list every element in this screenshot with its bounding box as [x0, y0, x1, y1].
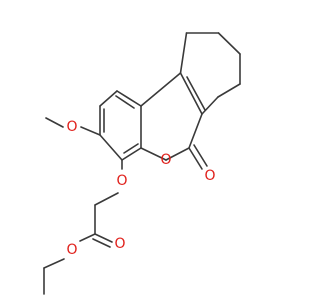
bond: [179, 72, 203, 115]
atom-labels: O O O O O O: [66, 119, 215, 258]
chemical-structure: O O O O O O: [0, 0, 300, 300]
carbonyl-oxygen-label: O: [204, 168, 215, 184]
bonds: [43, 32, 241, 295]
bond: [94, 192, 119, 206]
bond: [45, 117, 64, 128]
ring-oxygen-label: O: [160, 152, 171, 168]
bond: [121, 147, 142, 161]
bond: [79, 233, 96, 242]
bond: [186, 76, 206, 111]
ester-carbonyl-oxygen-label: O: [114, 236, 125, 252]
methoxy-oxygen-label: O: [66, 119, 77, 135]
ester-oxygen-label: O: [66, 242, 77, 258]
background: [0, 0, 300, 300]
bond: [140, 72, 182, 107]
bond: [217, 83, 241, 98]
bond: [115, 95, 135, 109]
bond: [99, 90, 118, 107]
bond: [43, 258, 65, 269]
bond: [188, 113, 203, 149]
bond: [201, 96, 219, 115]
structure-canvas: O O O O O O: [0, 0, 300, 300]
bond: [188, 147, 203, 170]
bond: [165, 147, 190, 161]
bond: [217, 32, 241, 55]
bond: [94, 233, 113, 243]
bond: [140, 147, 167, 161]
ether-oxygen-label: O: [116, 173, 127, 189]
bond: [116, 90, 142, 107]
bond: [80, 126, 101, 136]
bond: [92, 238, 111, 248]
bond: [99, 134, 123, 161]
bond: [123, 143, 139, 154]
bond: [193, 144, 208, 167]
bond: [179, 32, 188, 74]
